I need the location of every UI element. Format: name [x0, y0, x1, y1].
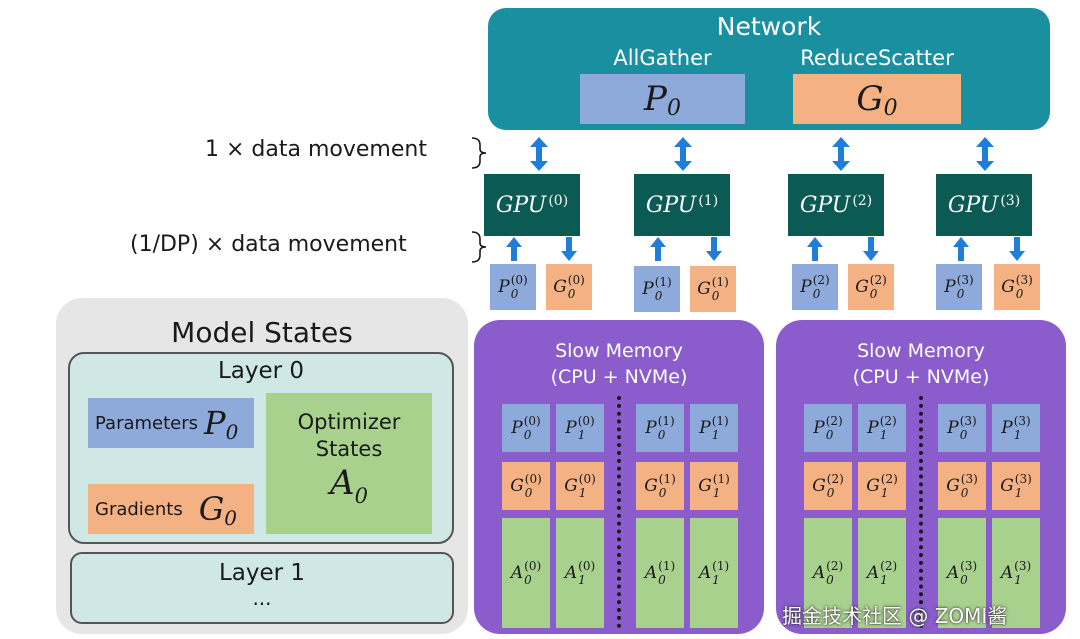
gpu-2-index: (2) [852, 193, 873, 209]
memory-optim-tile: A(0)0 [502, 518, 550, 628]
allgather-label: AllGather [613, 46, 712, 70]
down-arrow-icon [706, 237, 722, 261]
memory-optim-tile: A(1)1 [690, 518, 738, 628]
gradients-label: Gradients [95, 498, 183, 520]
gpu-3-label: GPU [947, 192, 999, 218]
gpu-0-param-tile: P(0)0 [490, 264, 536, 310]
double-arrow-icon [674, 137, 692, 171]
memory-grad-tile: G(3)1 [992, 462, 1040, 510]
upper-movement-label: 1 × data movement [205, 137, 427, 162]
gpu-2-label: GPU [799, 192, 851, 218]
gpu-2-grad-tile: G(2)0 [848, 264, 894, 310]
allgather-symbol: P [644, 79, 667, 119]
memory-grad-tile: G(0)0 [502, 462, 550, 510]
reducescatter-label: ReduceScatter [800, 46, 954, 70]
gpu-0-label: GPU [495, 192, 547, 218]
memory-optim-tile: A(2)0 [804, 518, 852, 628]
gpu-1-param-tile: P(1)0 [634, 266, 680, 312]
allgather-subscript: 0 [666, 95, 681, 121]
memory-param-tile: P(0)1 [556, 404, 604, 452]
gpu-3-grad-tile: G(3)0 [994, 264, 1040, 310]
network-title: Network [716, 12, 822, 41]
lower-movement-label: (1/DP) × data movement [130, 232, 407, 257]
watermark: 掘金技术社区 @ ZOMI酱 [782, 604, 1008, 628]
memory-grad-tile: G(2)0 [804, 462, 852, 510]
model-states-title: Model States [171, 316, 353, 349]
memory-param-tile: P(2)1 [858, 404, 906, 452]
slow-memory-right-title-line2: (CPU + NVMe) [852, 366, 990, 388]
slow-memory-left-title: Slow Memory (CPU + NVMe) [474, 338, 764, 390]
memory-optim-tile: A(3)1 [992, 518, 1040, 628]
layer-1-ellipsis: ... [252, 586, 272, 610]
layer-1-title: Layer 1 [218, 560, 306, 586]
double-arrow-icon [976, 137, 994, 171]
double-arrow-icon [530, 137, 548, 171]
parameters-symbol: P [204, 404, 226, 442]
up-arrow-icon [807, 237, 823, 261]
memory-optim-tile: A(1)0 [636, 518, 684, 628]
memory-param-tile: P(1)1 [690, 404, 738, 452]
memory-grad-tile: G(3)0 [938, 462, 986, 510]
optimizer-symbol: A [330, 463, 355, 503]
memory-optim-tile: A(2)1 [858, 518, 906, 628]
parameters-subscript: 0 [225, 420, 239, 444]
memory-divider-right [919, 396, 923, 628]
optimizer-subscript: 0 [354, 484, 368, 508]
up-arrow-icon [650, 237, 666, 261]
double-arrow-icon [832, 137, 850, 171]
layer-1-box [70, 552, 454, 624]
gpu-3-index: (3) [1000, 193, 1021, 209]
memory-param-tile: P(1)0 [636, 404, 684, 452]
memory-grad-tile: G(0)1 [556, 462, 604, 510]
slow-memory-left-title-line2: (CPU + NVMe) [550, 366, 688, 388]
gpu-3: GPU(3) [936, 174, 1032, 236]
reducescatter-subscript: 0 [883, 95, 898, 121]
memory-grad-tile: G(1)0 [636, 462, 684, 510]
down-arrow-icon [863, 237, 879, 261]
slow-memory-right-title: Slow Memory (CPU + NVMe) [776, 338, 1066, 390]
gpu-1-grad-tile: G(1)0 [690, 266, 736, 312]
gpu-3-param-tile: P(3)0 [936, 264, 982, 310]
reducescatter-symbol: G [856, 79, 884, 119]
slow-memory-right-title-line1: Slow Memory [857, 340, 985, 362]
up-arrow-icon [506, 237, 522, 261]
parameters-label: Parameters [95, 412, 199, 434]
gradients-symbol: G [198, 490, 225, 528]
gpu-0: GPU(0) [484, 174, 580, 236]
memory-grad-tile: G(1)1 [690, 462, 738, 510]
optimizer-states-box: Optimizer States A0 [266, 393, 432, 534]
memory-param-tile: P(3)1 [992, 404, 1040, 452]
memory-divider-left [617, 396, 621, 628]
gpu-1-label: GPU [645, 192, 697, 218]
lower-brace-icon [471, 231, 487, 263]
optimizer-label-line1: Optimizer [297, 410, 401, 434]
memory-optim-tile: A(3)0 [938, 518, 986, 628]
down-arrow-icon [1009, 237, 1025, 261]
down-arrow-icon [561, 237, 577, 261]
gpu-0-grad-tile: G(0)0 [546, 264, 592, 310]
upper-brace-icon [471, 137, 487, 169]
optimizer-label-line2: States [315, 437, 383, 461]
gpu-1-index: (1) [698, 193, 719, 209]
gpu-2-param-tile: P(2)0 [792, 264, 838, 310]
memory-grad-tile: G(2)1 [858, 462, 906, 510]
up-arrow-icon [953, 237, 969, 261]
memory-optim-tile: A(0)1 [556, 518, 604, 628]
gpu-0-index: (0) [548, 193, 569, 209]
gradients-subscript: 0 [224, 506, 238, 530]
gpu-2: GPU(2) [788, 174, 884, 236]
layer-0-title: Layer 0 [217, 358, 305, 384]
slow-memory-left-title-line1: Slow Memory [555, 340, 683, 362]
memory-param-tile: P(3)0 [938, 404, 986, 452]
gpu-1: GPU(1) [634, 174, 730, 236]
memory-param-tile: P(2)0 [804, 404, 852, 452]
memory-param-tile: P(0)0 [502, 404, 550, 452]
